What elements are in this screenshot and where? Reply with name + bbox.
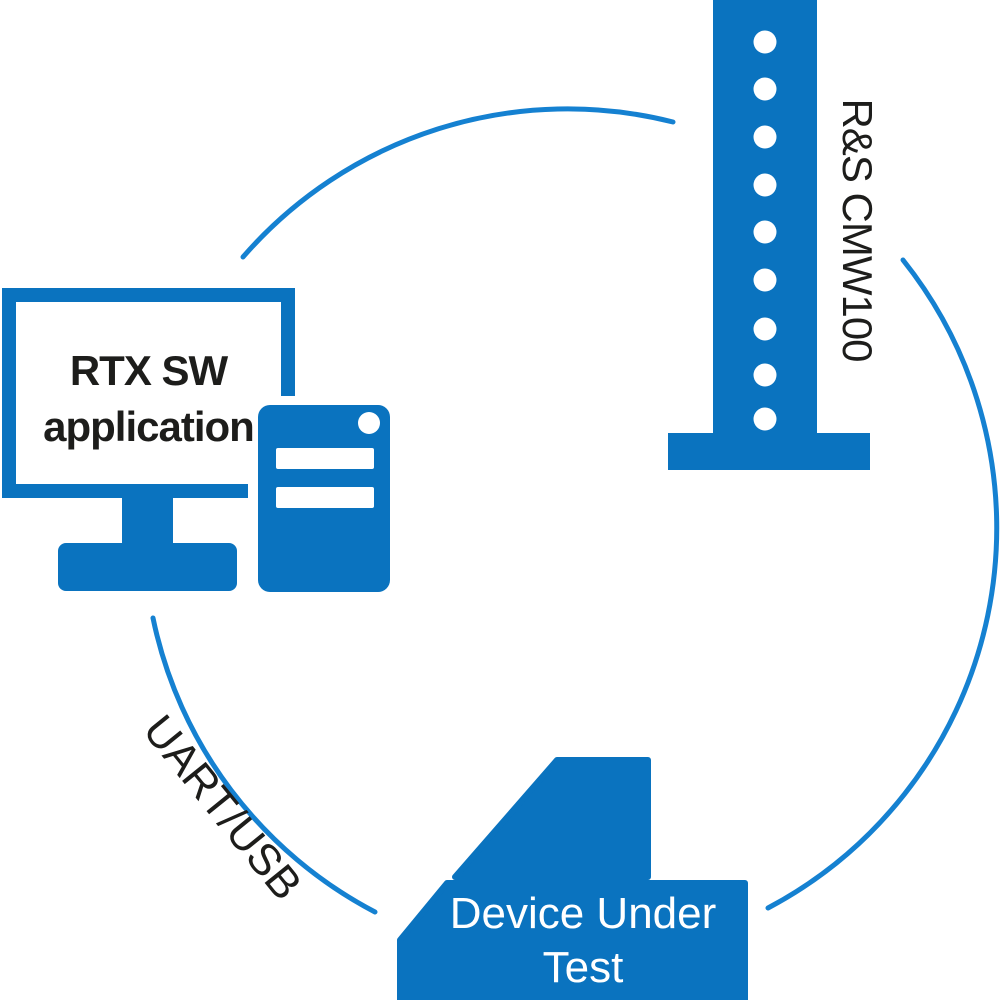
arc-pc-to-instrument — [240, 106, 676, 260]
pc-label: RTX SW application — [16, 302, 281, 484]
dut-body-shape — [397, 880, 748, 1000]
pc-label-line1: RTX SW — [69, 347, 228, 394]
test-instrument-icon — [668, 0, 870, 470]
power-button-icon — [358, 412, 380, 434]
dut-top-shape — [452, 757, 651, 880]
pc-label-line2: application — [43, 403, 255, 450]
dut-label: Device Under Test — [423, 881, 743, 1000]
arc-instrument-to-dut — [765, 257, 1000, 911]
connection-arcs — [150, 106, 1000, 915]
arc-pc-to-dut — [150, 615, 378, 915]
device-under-test-icon — [397, 757, 748, 1000]
computer-monitor-icon — [2, 288, 295, 591]
dut-label-line1: Device Under — [449, 888, 717, 938]
instrument-label: R&S CMW100 — [834, 98, 881, 362]
dut-label-line2: Test — [542, 942, 624, 992]
tower-pc-icon — [248, 396, 398, 601]
